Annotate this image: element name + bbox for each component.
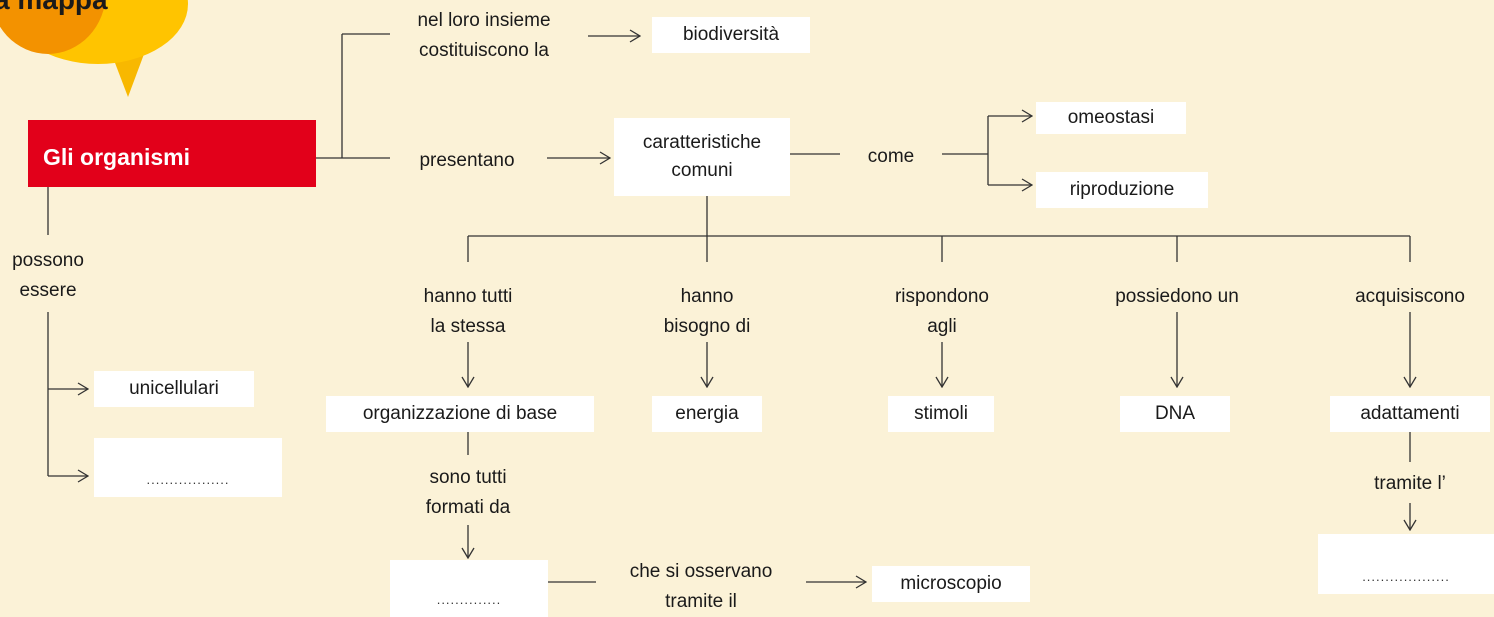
node-caratteristiche-comuni: caratteristiche comuni: [614, 118, 790, 196]
node-riproduzione: riproduzione: [1036, 172, 1208, 208]
link-label-sono-tutti: sono tutti formati da: [425, 467, 511, 518]
link-label-possiedono: possiedono un: [1115, 286, 1239, 307]
link-label-rispondono: rispondono agli: [894, 286, 990, 337]
node-stimoli: stimoli: [888, 396, 994, 432]
link-label-hanno-tutti: hanno tutti la stessa: [423, 286, 513, 337]
node-unicellulari: unicellulari: [94, 371, 254, 407]
blank-answer-box[interactable]: ..............: [390, 560, 548, 617]
node-adattamenti: adattamenti: [1330, 396, 1490, 432]
link-label-che-si-osservano: che si osservano tramite il: [629, 561, 773, 612]
link-label-possono-essere: possono essere: [12, 250, 84, 301]
node-microscopio: microscopio: [872, 566, 1030, 602]
blank-dots: ...................: [1362, 569, 1450, 584]
speech-bubble-icon: [0, 0, 188, 97]
link-label-nel-loro-insieme: nel loro insieme costituiscono la: [417, 10, 551, 61]
link-label-presentano: presentano: [419, 150, 515, 171]
badge-title: a mappa: [0, 0, 108, 16]
link-label-tramite-l: tramite l’: [1374, 473, 1446, 494]
link-label-acquisiscono: acquisiscono: [1355, 286, 1465, 307]
blank-answer-box[interactable]: ..................: [94, 438, 282, 497]
node-organizzazione-di-base: organizzazione di base: [326, 396, 594, 432]
node-dna: DNA: [1120, 396, 1230, 432]
link-label-come: come: [867, 146, 915, 167]
blank-dots: ..............: [436, 592, 502, 607]
blank-answer-box[interactable]: ...................: [1318, 534, 1494, 594]
blank-dots: ..................: [146, 472, 230, 487]
node-biodiversita: biodiversità: [652, 17, 810, 53]
title-badge: a mappa: [0, 0, 190, 100]
node-energia: energia: [652, 396, 762, 432]
main-concept: Gli organismi: [28, 120, 316, 187]
link-label-hanno-bisogno: hanno bisogno di: [663, 286, 751, 337]
node-omeostasi: omeostasi: [1036, 102, 1186, 134]
